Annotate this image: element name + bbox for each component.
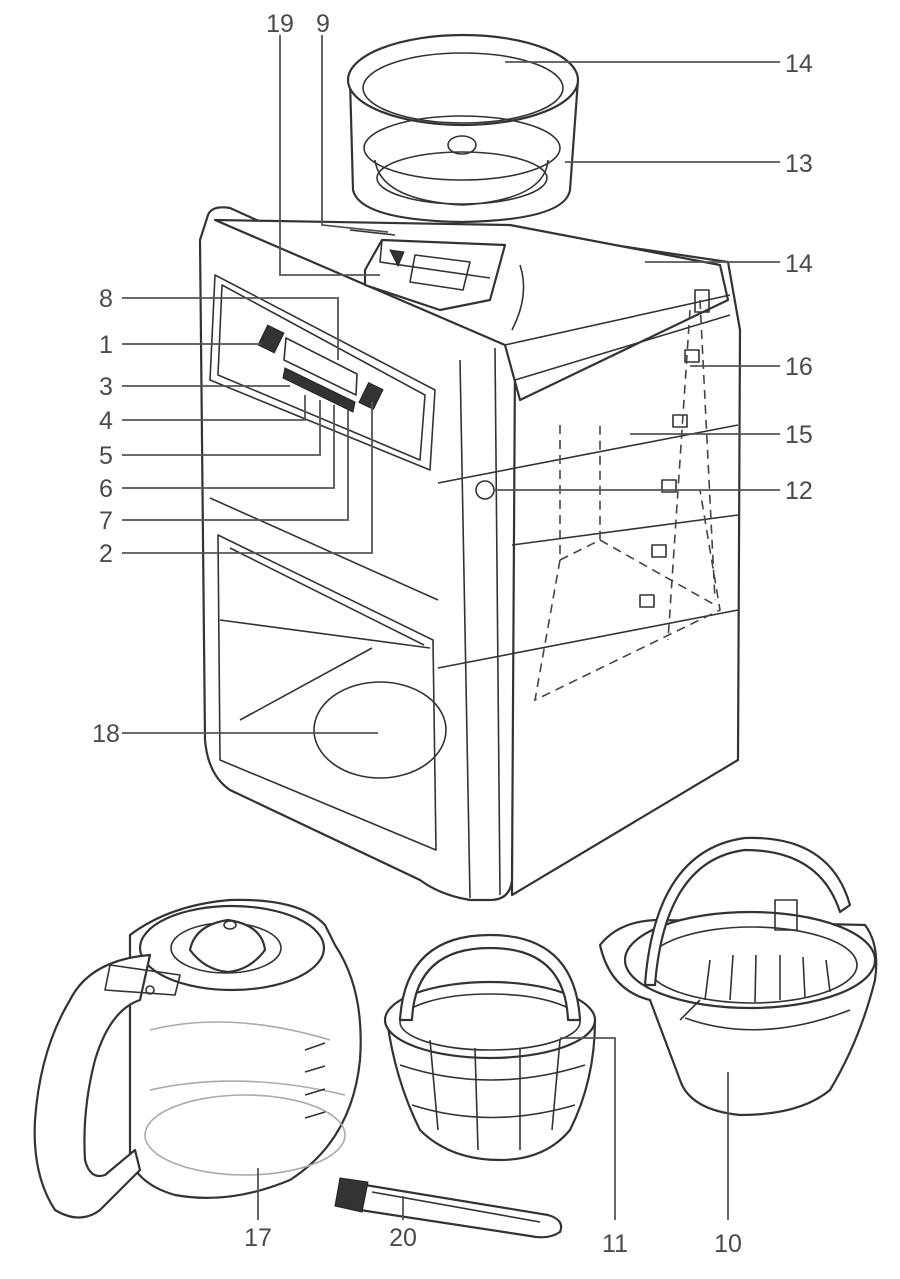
callout-3: 3 (99, 373, 113, 401)
callout-16: 16 (785, 353, 813, 381)
callout-15: 15 (785, 421, 813, 449)
leader-lines (122, 35, 780, 1220)
filter-holder (598, 836, 878, 1117)
start-button (358, 381, 384, 411)
callout-8: 8 (99, 285, 113, 313)
callout-5: 5 (99, 442, 113, 470)
power-button (257, 324, 285, 354)
callout-17: 17 (244, 1224, 272, 1252)
callout-6: 6 (99, 475, 113, 503)
callout-18: 18 (92, 720, 120, 748)
callout-4: 4 (99, 407, 113, 435)
callout-9: 9 (316, 10, 330, 38)
callout-11: 11 (602, 1230, 628, 1258)
cleaning-brush (334, 1177, 563, 1239)
callout-14-lid: 14 (785, 250, 813, 278)
callout-7: 7 (99, 507, 113, 535)
callout-20: 20 (389, 1224, 417, 1252)
callout-labels: 19 9 14 13 14 8 1 16 3 15 4 5 6 12 7 2 1… (92, 10, 813, 1258)
permanent-filter (383, 933, 597, 1162)
glass-carafe (33, 898, 362, 1219)
callout-19: 19 (266, 10, 294, 38)
program-button-strip (282, 367, 356, 413)
callout-1: 1 (99, 331, 113, 359)
callout-2: 2 (99, 540, 113, 568)
callout-13: 13 (785, 150, 813, 178)
callout-12: 12 (785, 477, 813, 505)
bean-container (346, 33, 580, 312)
coffee-maker-body (198, 206, 742, 902)
callout-10: 10 (714, 1230, 742, 1258)
grinder-switch-knob (475, 480, 495, 500)
callout-14-top: 14 (785, 50, 813, 78)
